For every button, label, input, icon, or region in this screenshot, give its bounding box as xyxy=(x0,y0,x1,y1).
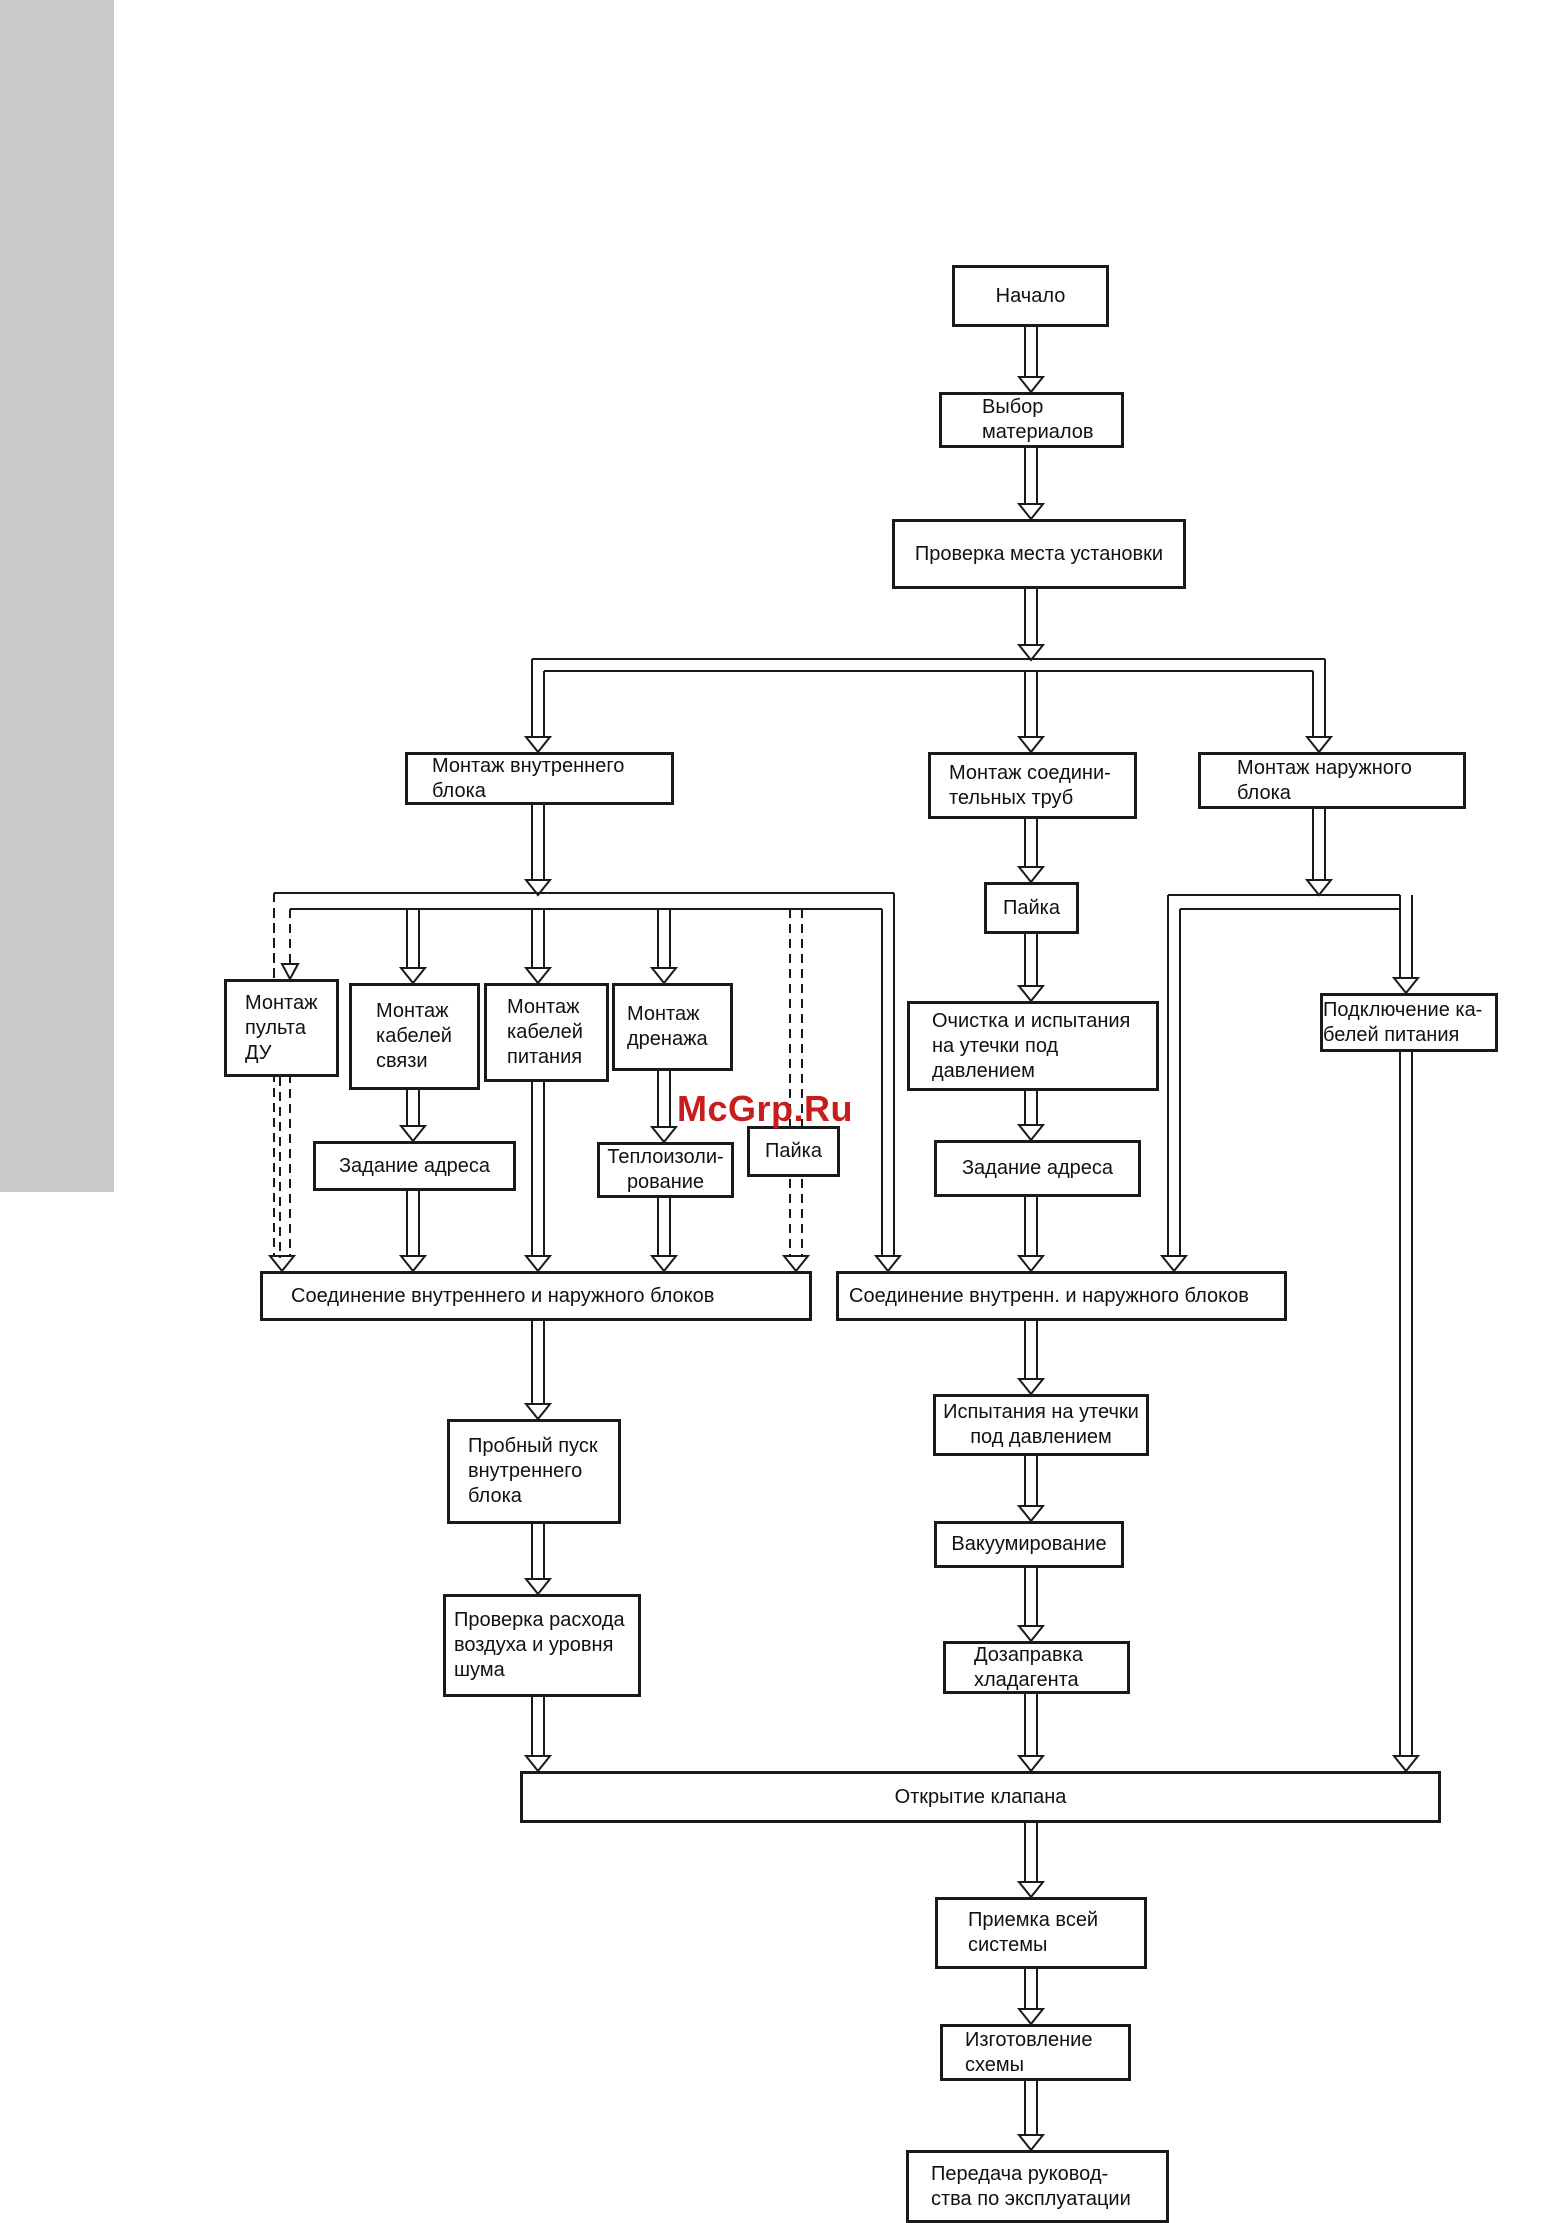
step-outdoor-mount: Монтаж наружного блока xyxy=(1198,752,1466,809)
arrow-head-72 xyxy=(1016,1255,1046,1273)
arrow-head-92 xyxy=(523,1578,553,1596)
step-soldering-left: Пайка xyxy=(747,1126,840,1177)
arrow-head-107 xyxy=(1016,1755,1046,1773)
step-trial-run: Пробный пуск внутреннего блока xyxy=(447,1419,621,1524)
watermark-text: McGrp.Ru xyxy=(677,1088,854,1129)
step-start: Начало xyxy=(952,265,1109,327)
arrow-head-66 xyxy=(1016,985,1046,1003)
arrow-head-63 xyxy=(1016,866,1046,884)
step-acceptance: Приемка всей системы xyxy=(935,1897,1147,1969)
arrow-head-51 xyxy=(398,1255,428,1273)
arrow-head-2 xyxy=(1016,376,1046,394)
step-valve-open: Открытие клапана xyxy=(520,1771,1441,1823)
arrow-head-75 xyxy=(1304,879,1334,897)
arrow-head-86 xyxy=(1391,1755,1421,1773)
step-indoor-mount: Монтаж внутреннего блока xyxy=(405,752,674,805)
arrow-head-22 xyxy=(523,879,553,897)
step-address-left: Задание адреса xyxy=(313,1141,516,1191)
step-leak-test: Испытания на утечки под давлением xyxy=(933,1394,1149,1456)
arrow-head-19 xyxy=(1016,736,1046,754)
arrow-head-83 xyxy=(1159,1255,1189,1273)
step-power-connect: Подключение ка- белей питания xyxy=(1320,993,1498,1052)
arrow-head-57 xyxy=(649,1126,679,1144)
step-address-right: Задание адреса xyxy=(934,1140,1141,1197)
step-join-left: Соединение внутреннего и наружного блоко… xyxy=(260,1271,812,1321)
arrow-head-27 xyxy=(267,1255,297,1273)
arrow-head-101 xyxy=(1016,1505,1046,1523)
arrow-head-89 xyxy=(523,1403,553,1421)
step-manual-handover: Передача руковод- ства по эксплуатации xyxy=(906,2150,1169,2223)
arrow-head-116 xyxy=(1016,2134,1046,2152)
arrow-head-54 xyxy=(523,1255,553,1273)
page-edge-bar xyxy=(0,0,114,1192)
arrow-head-95 xyxy=(523,1755,553,1773)
step-join-right: Соединение внутренн. и наружного блоков xyxy=(836,1271,1287,1321)
step-refill: Дозаправка хладагента xyxy=(943,1641,1130,1694)
arrow-head-44 xyxy=(781,1255,811,1273)
arrow-head-13 xyxy=(523,736,553,754)
arrow-head-8 xyxy=(1016,644,1046,662)
step-insulation: Теплоизоли- рование xyxy=(597,1142,734,1198)
step-materials: Выбор материалов xyxy=(939,392,1124,448)
step-remote-mount: Монтаж пульта ДУ xyxy=(224,979,339,1077)
arrow-head-32 xyxy=(280,963,300,982)
arrow-head-113 xyxy=(1016,2008,1046,2026)
arrow-head-104 xyxy=(1016,1625,1046,1643)
step-airflow-check: Проверка расхода воздуха и уровня шума xyxy=(443,1594,641,1697)
step-drain-mount: Монтаж дренажа xyxy=(612,983,733,1071)
step-pipes-mount: Монтаж соедини- тельных труб xyxy=(928,752,1137,819)
step-power-cables: Монтаж кабелей питания xyxy=(484,983,609,1082)
arrow-head-35 xyxy=(398,967,428,985)
step-soldering-pipes: Пайка xyxy=(984,882,1079,934)
arrow-head-80 xyxy=(1391,977,1421,995)
step-site-check: Проверка места установки xyxy=(892,519,1186,589)
arrow-head-16 xyxy=(1304,736,1334,754)
arrow-head-41 xyxy=(649,967,679,985)
arrow-head-98 xyxy=(1016,1378,1046,1396)
arrow-head-5 xyxy=(1016,503,1046,521)
step-diagram-make: Изготовление схемы xyxy=(940,2024,1131,2081)
arrow-head-60 xyxy=(649,1255,679,1273)
step-cleaning-test: Очистка и испытания на утечки под давлен… xyxy=(907,1001,1159,1091)
arrow-head-69 xyxy=(1016,1124,1046,1142)
arrow-head-48 xyxy=(398,1125,428,1143)
step-vacuum: Вакуумирование xyxy=(934,1521,1124,1568)
arrow-head-110 xyxy=(1016,1881,1046,1899)
arrow-head-30 xyxy=(873,1255,903,1273)
step-comm-cables: Монтаж кабелей связи xyxy=(349,983,480,1090)
arrow-head-38 xyxy=(523,967,553,985)
